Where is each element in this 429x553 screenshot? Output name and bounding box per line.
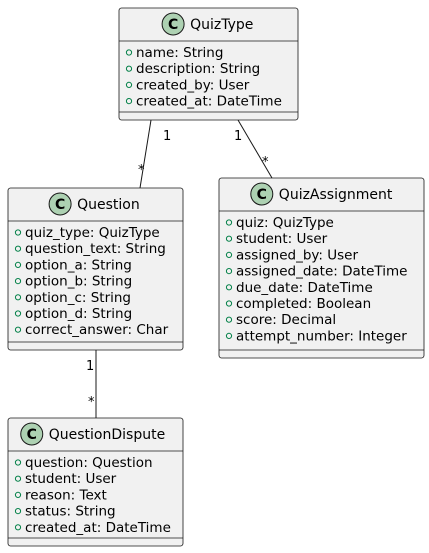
public-visibility-icon bbox=[14, 459, 22, 466]
class-icon bbox=[250, 182, 274, 206]
class-attribute: completed: Boolean bbox=[236, 296, 371, 312]
public-visibility-icon bbox=[225, 268, 233, 275]
class-attribute: option_d: String bbox=[25, 306, 132, 322]
association-question-questiondispute: 1* bbox=[86, 350, 97, 418]
class-attribute: score: Decimal bbox=[236, 312, 336, 328]
class-attribute: quiz: QuizType bbox=[236, 215, 334, 231]
class-attribute: description: String bbox=[136, 61, 260, 77]
class-icon bbox=[161, 12, 185, 36]
class-attribute: created_by: User bbox=[136, 77, 250, 93]
class-attribute: due_date: DateTime bbox=[236, 280, 373, 296]
class-attribute: assigned_date: DateTime bbox=[236, 264, 407, 280]
public-visibility-icon bbox=[125, 49, 133, 56]
class-icon-letter: C bbox=[257, 187, 267, 203]
public-visibility-icon bbox=[14, 278, 22, 285]
class-icon-letter: C bbox=[168, 17, 178, 33]
association-line bbox=[139, 119, 152, 189]
class-box bbox=[218, 177, 425, 359]
class-name: QuestionDispute bbox=[49, 427, 165, 443]
public-visibility-icon bbox=[14, 475, 22, 482]
class-attribute: correct_answer: Char bbox=[25, 322, 169, 338]
public-visibility-icon bbox=[14, 310, 22, 317]
class-attribute: option_b: String bbox=[25, 274, 132, 290]
class-attribute: assigned_by: User bbox=[236, 247, 358, 263]
class-attribute: option_a: String bbox=[25, 257, 132, 273]
class-icon bbox=[20, 422, 44, 446]
public-visibility-icon bbox=[14, 508, 22, 515]
public-visibility-icon bbox=[14, 229, 22, 236]
class-icon-letter: C bbox=[55, 197, 65, 213]
class-attribute: created_at: DateTime bbox=[136, 94, 282, 110]
class-attribute: question_text: String bbox=[25, 241, 166, 257]
class-icon-letter: C bbox=[27, 427, 37, 443]
association-quiztype-quizassignment: 1* bbox=[234, 119, 273, 179]
public-visibility-icon bbox=[14, 524, 22, 531]
class-attribute: question: Question bbox=[25, 455, 153, 471]
class-box bbox=[7, 187, 184, 351]
multiplicity-source: 1 bbox=[163, 129, 171, 144]
public-visibility-icon bbox=[14, 326, 22, 333]
public-visibility-icon bbox=[225, 316, 233, 323]
public-visibility-icon bbox=[14, 294, 22, 301]
public-visibility-icon bbox=[225, 219, 233, 226]
public-visibility-icon bbox=[225, 235, 233, 242]
class-attribute: student: User bbox=[25, 471, 117, 487]
class-attribute: attempt_number: Integer bbox=[236, 328, 407, 344]
public-visibility-icon bbox=[125, 98, 133, 105]
public-visibility-icon bbox=[14, 261, 22, 268]
public-visibility-icon bbox=[225, 251, 233, 258]
class-attribute: name: String bbox=[136, 45, 223, 61]
class-name: Question bbox=[77, 197, 140, 213]
class-attribute: quiz_type: QuizType bbox=[25, 225, 160, 241]
multiplicity-target: * bbox=[138, 163, 145, 178]
class-questiondispute[interactable]: C QuestionDispute question: Questionstuden… bbox=[7, 417, 184, 547]
multiplicity-target: * bbox=[262, 155, 269, 170]
multiplicity-source: 1 bbox=[86, 359, 94, 374]
public-visibility-icon bbox=[225, 300, 233, 307]
public-visibility-icon bbox=[225, 332, 233, 339]
class-attribute: status: String bbox=[25, 504, 116, 520]
public-visibility-icon bbox=[14, 245, 22, 252]
class-attribute: option_c: String bbox=[25, 290, 131, 306]
public-visibility-icon bbox=[125, 65, 133, 72]
multiplicity-source: 1 bbox=[234, 129, 242, 144]
class-attribute: student: User bbox=[236, 231, 328, 247]
class-attribute: created_at: DateTime bbox=[25, 520, 171, 536]
class-attribute: reason: Text bbox=[25, 487, 107, 503]
class-icon bbox=[48, 192, 72, 216]
class-name: QuizAssignment bbox=[279, 187, 393, 203]
associations: 1*1*1* bbox=[86, 119, 273, 418]
public-visibility-icon bbox=[225, 284, 233, 291]
public-visibility-icon bbox=[125, 81, 133, 89]
class-name: QuizType bbox=[190, 17, 253, 33]
class-question[interactable]: C Question quiz_type: QuizTypequestion_tex… bbox=[7, 187, 184, 351]
class-box bbox=[7, 417, 184, 547]
association-line bbox=[237, 119, 273, 179]
class-box bbox=[118, 7, 299, 121]
public-visibility-icon bbox=[14, 491, 22, 498]
multiplicity-target: * bbox=[88, 395, 95, 410]
association-quiztype-question: 1* bbox=[138, 119, 171, 189]
